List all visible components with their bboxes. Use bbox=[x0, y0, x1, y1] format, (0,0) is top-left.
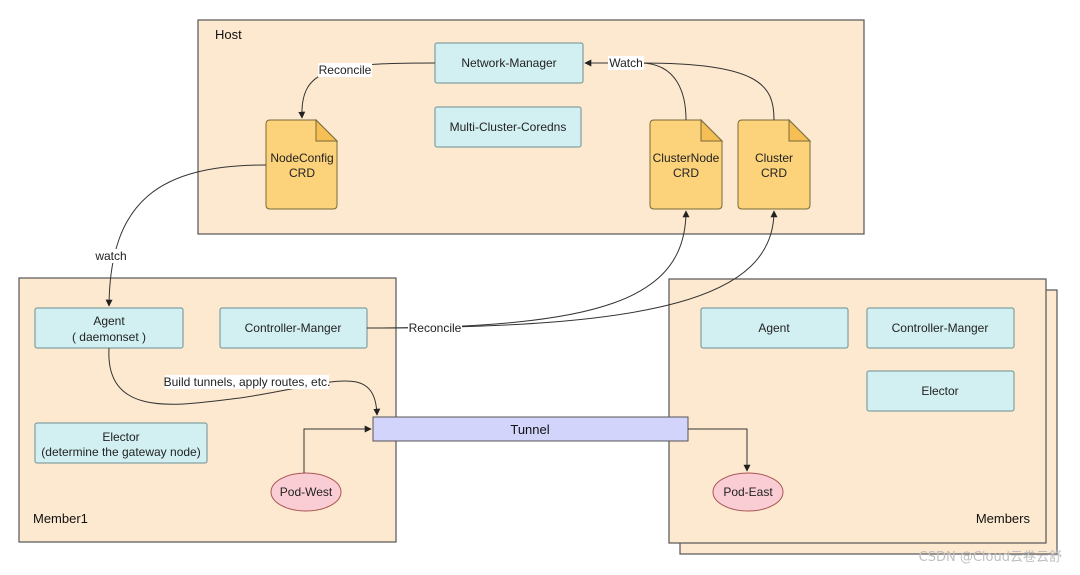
member1-title: Member1 bbox=[33, 511, 88, 526]
members-controller-box bbox=[866, 307, 1015, 349]
edge-tunnel-podeast bbox=[688, 428, 751, 472]
clusternode-label-1: ClusterNode bbox=[653, 151, 720, 165]
edge-watch-member bbox=[105, 164, 267, 307]
edge-build-tunnels-label: Build tunnels, apply routes, etc. bbox=[164, 375, 331, 389]
members-agent-box bbox=[700, 307, 849, 349]
tunnel-label: Tunnel bbox=[510, 422, 549, 437]
members-elector-label: Elector bbox=[921, 384, 958, 398]
cluster-label-2: CRD bbox=[761, 166, 787, 180]
pod-west bbox=[270, 472, 342, 512]
nodeconfig-crd: NodeConfig CRD bbox=[265, 118, 339, 210]
edge-podwest-tunnel bbox=[303, 425, 372, 473]
member1-controller-label: Controller-Manger bbox=[245, 321, 342, 335]
edge-watch-member-label: watch bbox=[94, 249, 126, 263]
edge-reconcile-host-label: Reconcile bbox=[319, 63, 372, 77]
nodeconfig-label-2: CRD bbox=[289, 166, 315, 180]
members-elector-box bbox=[866, 370, 1015, 412]
member1-agent-label-1: Agent bbox=[93, 314, 125, 328]
members-controller-label: Controller-Manger bbox=[892, 321, 989, 335]
edge-watch-clusternode bbox=[639, 62, 687, 121]
pod-east bbox=[712, 472, 784, 512]
members-agent-label: Agent bbox=[758, 321, 790, 335]
cluster-label-1: Cluster bbox=[755, 151, 793, 165]
network-manager-label: Network-Manager bbox=[461, 56, 556, 70]
cluster-crd: Cluster CRD bbox=[737, 118, 812, 210]
pod-east-label: Pod-East bbox=[723, 485, 773, 499]
member1-elector-label-1: Elector bbox=[102, 430, 139, 444]
member1-elector-box bbox=[34, 422, 208, 464]
watermark: CSDN @Cloud云卷云舒 bbox=[919, 549, 1062, 565]
edge-build-tunnels bbox=[108, 347, 381, 416]
edge-watch-cluster bbox=[584, 59, 775, 121]
clusternode-label-2: CRD bbox=[673, 166, 699, 180]
edge-reconcile-cluster bbox=[366, 210, 778, 329]
edge-watch-host-label: Watch bbox=[609, 56, 643, 70]
pod-west-label: Pod-West bbox=[280, 485, 333, 499]
coredns-box bbox=[434, 106, 582, 148]
host-title: Host bbox=[215, 27, 242, 42]
tunnel-box bbox=[372, 416, 689, 442]
members-title: Members bbox=[976, 511, 1031, 526]
nodeconfig-label-1: NodeConfig bbox=[270, 151, 333, 165]
clusternode-crd: ClusterNode CRD bbox=[649, 118, 724, 210]
edge-reconcile-member-label: Reconcile bbox=[409, 321, 462, 335]
member1-agent-label-2: ( daemonset ) bbox=[72, 330, 146, 344]
coredns-label: Multi-Cluster-Coredns bbox=[450, 120, 567, 134]
member1-elector-label-2: (determine the gateway node) bbox=[41, 445, 200, 459]
